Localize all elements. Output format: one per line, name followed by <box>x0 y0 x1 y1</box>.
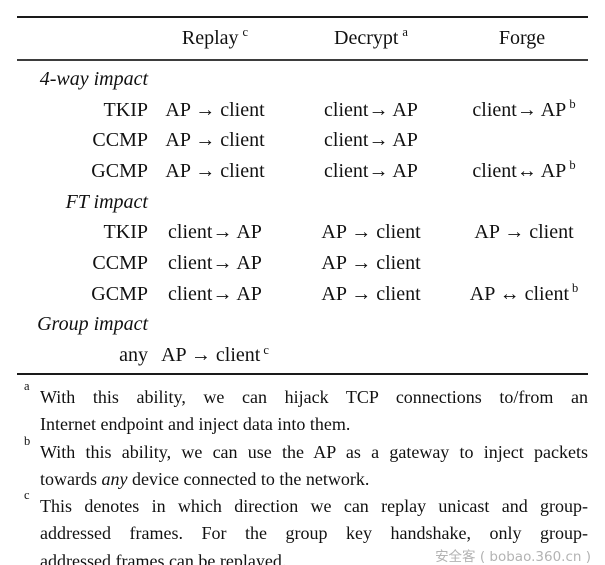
section-label: 4-way impact <box>39 67 148 90</box>
protocol-label: GCMP <box>91 282 148 305</box>
section-label: FT impact <box>65 190 148 213</box>
cell-footnote-ref: b <box>572 281 579 296</box>
cell-replay: client→ AP <box>168 221 262 244</box>
cell-decrypt: AP → client <box>321 252 421 275</box>
cell-replay: client→ AP <box>168 252 262 275</box>
cell-decrypt: AP → client <box>321 282 421 305</box>
table-top-rule <box>17 16 588 18</box>
protocol-label: CCMP <box>92 129 148 152</box>
footnote-line: towards any device connected to the netw… <box>40 468 370 489</box>
table-bottom-rule <box>17 373 588 375</box>
footnote-line: Internet endpoint and inject data into t… <box>40 414 351 435</box>
column-header-decrypt-sup: a <box>402 24 408 39</box>
footnote-line: addressed frames can be replayed. <box>40 550 287 565</box>
section-row: 4-way impact <box>17 64 588 95</box>
section-row: FT impact <box>17 187 588 218</box>
cell-decrypt: client→ AP <box>324 98 418 121</box>
protocol-label: GCMP <box>91 159 148 182</box>
protocol-label: any <box>119 344 148 367</box>
table-row: CCMP client→ AP AP → client <box>17 248 588 279</box>
column-header-replay-sup: c <box>242 24 249 39</box>
footnote-line: This denotes in which direction we can r… <box>40 496 588 517</box>
protocol-label: TKIP <box>103 221 148 244</box>
table-row: TKIP client→ AP AP → client AP → client <box>17 218 588 249</box>
cell-decrypt: client→ AP <box>324 159 418 182</box>
protocol-label: TKIP <box>103 98 148 121</box>
cell-footnote-ref: b <box>569 96 576 111</box>
cell-replay: AP → client <box>165 129 265 152</box>
cell-replay: AP → client <box>165 159 265 182</box>
column-header-forge: Forge <box>460 27 588 50</box>
table-row: CCMP AP → client client→ AP <box>17 125 588 156</box>
protocol-label: CCMP <box>92 252 148 275</box>
footnote-line: With this ability, we can hijack TCP con… <box>40 387 588 407</box>
cell-decrypt: AP → client <box>321 221 421 244</box>
cell-decrypt: client→ AP <box>324 129 418 152</box>
section-row: Group impact <box>17 310 588 341</box>
table-mid-rule <box>17 59 588 61</box>
column-header-forge-label: Forge <box>498 26 546 49</box>
cell-replay: client→ AP <box>168 282 262 305</box>
cell-forge: AP → client <box>474 221 574 244</box>
section-label: Group impact <box>37 313 148 336</box>
column-header-decrypt-label: Decrypt <box>334 26 399 49</box>
cell-replay: AP → client <box>165 98 265 121</box>
footnote-line: With this ability, we can use the AP as … <box>40 441 588 462</box>
cell-footnote-ref: b <box>569 158 576 173</box>
cell-footnote-ref: c <box>263 342 269 357</box>
watermark: 安全客 ( bobao.360.cn ) <box>435 549 591 565</box>
column-header-replay-label: Replay <box>181 26 239 49</box>
footnote-line: addressed frames. For the group key hand… <box>40 523 588 544</box>
